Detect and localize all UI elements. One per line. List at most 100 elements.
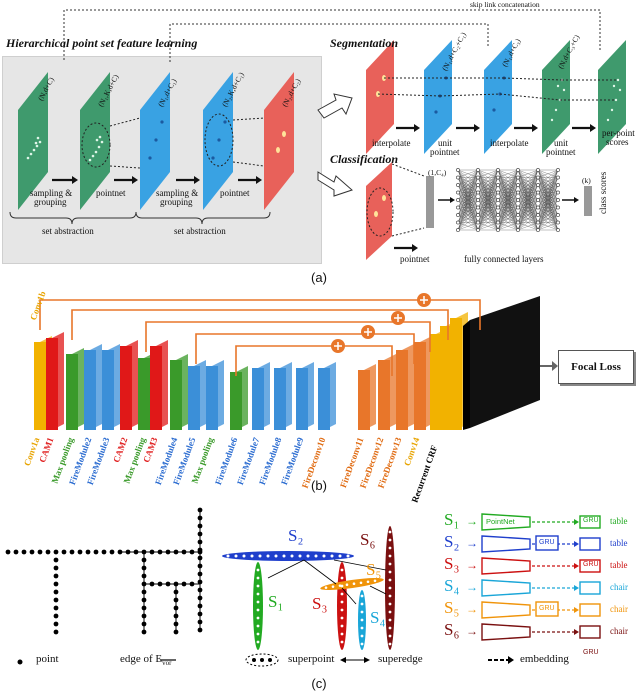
- legend-point: point: [36, 653, 59, 665]
- layer-block: [396, 350, 408, 430]
- gru-block: [579, 537, 601, 551]
- fc-node: [516, 183, 520, 187]
- layer-block: [358, 370, 370, 430]
- fc-node: [496, 168, 500, 172]
- layer-block: [430, 334, 442, 430]
- fc-node: [476, 198, 480, 202]
- layer-block: [66, 354, 78, 430]
- label-interp2: interpolate: [490, 138, 529, 148]
- point: [45, 549, 51, 555]
- label-fc: fully connected layers: [464, 254, 544, 264]
- gru-block: [579, 581, 601, 595]
- legend-edge-sub: vor: [162, 659, 172, 668]
- layer-block: [34, 342, 46, 430]
- gru-label: GRU: [539, 539, 555, 546]
- fc-node: [536, 168, 540, 172]
- fc-node: [496, 220, 500, 225]
- fc-node: [516, 168, 520, 172]
- label-perpoint2: scores: [606, 137, 629, 147]
- point: [29, 549, 35, 555]
- gru-block: [579, 625, 601, 639]
- fc-node: [516, 198, 520, 202]
- class-label: table: [610, 560, 628, 570]
- fc-node: [536, 183, 540, 187]
- class-label: chair: [610, 604, 628, 614]
- fc-node: [536, 213, 540, 217]
- skip-link-line-2: [169, 23, 489, 62]
- label-pointnet2: pointnet: [220, 188, 250, 198]
- fc-node: [496, 205, 500, 210]
- fc-node: [516, 205, 520, 210]
- gru-block: [579, 515, 601, 529]
- fc-node: [556, 175, 560, 180]
- superpoint-s1: [253, 562, 263, 650]
- layer-block: [170, 360, 182, 430]
- seg-hollow-arrow: [317, 93, 353, 119]
- caption-b: (b): [311, 478, 327, 493]
- layer-block: [274, 368, 286, 430]
- fc-node: [556, 205, 560, 210]
- class-score-bar: [584, 186, 592, 216]
- gru-block: [579, 603, 601, 617]
- point: [53, 549, 59, 555]
- fc-node: [516, 228, 520, 232]
- layer-block: [230, 372, 242, 430]
- gru-label: GRU: [539, 605, 555, 612]
- fc-node: [496, 183, 500, 187]
- fc-node: [476, 228, 480, 232]
- fc-node: [536, 220, 540, 225]
- fc-node: [556, 168, 560, 172]
- caption-a: (a): [311, 270, 327, 285]
- fc-network: [456, 168, 560, 232]
- label-s3: S₃: [312, 594, 328, 613]
- point: [77, 549, 83, 555]
- fc-node: [456, 190, 460, 195]
- cls-hollow-arrow: [317, 171, 353, 197]
- point: [53, 589, 59, 595]
- point: [101, 549, 107, 555]
- point: [109, 549, 115, 555]
- fc-node: [556, 228, 560, 232]
- label-sampling2: sampling &: [156, 188, 199, 198]
- label-unit2b: pointnet: [546, 147, 576, 157]
- layer-block: [440, 326, 452, 430]
- label-interp1: interpolate: [372, 138, 411, 148]
- layer-block: [296, 368, 308, 430]
- fc-node: [496, 213, 500, 217]
- fc-node: [476, 175, 480, 180]
- caption-c: (c): [311, 676, 327, 691]
- embed-arrow: →: [466, 536, 478, 550]
- pointnet-block: [481, 557, 531, 575]
- layer-block: [450, 318, 462, 430]
- fc-node: [536, 198, 540, 202]
- fc-node: [456, 175, 460, 180]
- fc-node: [496, 190, 500, 195]
- pointnet-block: [481, 579, 531, 597]
- label-grouping2: grouping: [160, 197, 193, 207]
- fc-node: [456, 213, 460, 217]
- plane-input: [18, 72, 48, 210]
- fc-node: [456, 198, 460, 202]
- point: [53, 581, 59, 587]
- layer-block: [120, 346, 132, 430]
- point: [5, 549, 11, 555]
- point: [21, 549, 27, 555]
- label-s5: S₅: [366, 560, 382, 579]
- pointnet-block: [481, 535, 531, 553]
- point: [53, 621, 59, 627]
- point: [53, 557, 59, 563]
- point: [53, 613, 59, 619]
- fc-node: [556, 213, 560, 217]
- fc-node: [516, 190, 520, 195]
- skip-connection: [145, 321, 431, 352]
- class-label: chair: [610, 582, 628, 592]
- class-label: table: [610, 538, 628, 548]
- legend-superedge: superedge: [378, 653, 423, 665]
- fc-node: [516, 175, 520, 180]
- focal-loss-label: Focal Loss: [571, 361, 621, 373]
- embed-superpoint-name: S₂: [444, 532, 460, 551]
- point: [13, 549, 19, 555]
- layer-block: [252, 368, 264, 430]
- gru-cell-s5: [535, 601, 559, 617]
